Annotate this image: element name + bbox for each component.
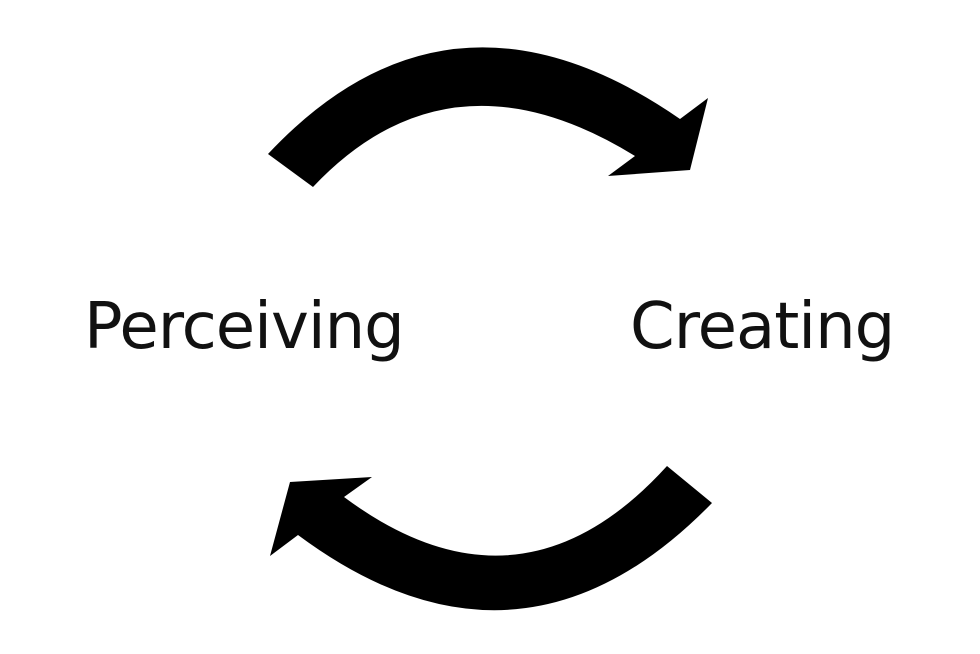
curved-arrow-right-icon	[268, 47, 708, 187]
node-label-perceiving: Perceiving	[84, 290, 405, 364]
curved-arrow-left-icon	[270, 466, 712, 611]
node-label-creating: Creating	[630, 290, 895, 364]
